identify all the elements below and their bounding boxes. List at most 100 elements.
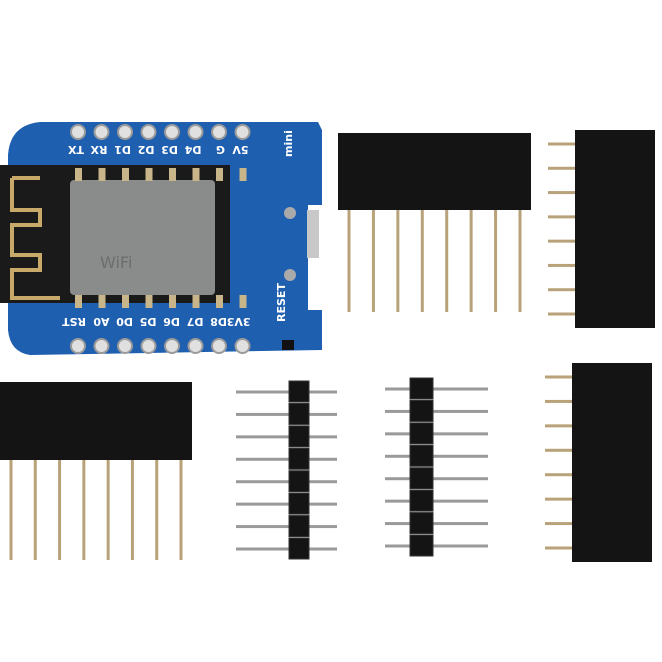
header-pin: [545, 473, 572, 477]
module-pad: [216, 295, 223, 308]
header-pin: [236, 502, 337, 506]
module-pad: [122, 295, 129, 308]
reset-button: [282, 340, 294, 350]
header-pin: [58, 460, 62, 560]
through-hole: [164, 338, 180, 354]
header-pin: [518, 210, 522, 312]
header-pin: [396, 210, 400, 312]
module-pad: [239, 295, 247, 308]
header-pin: [548, 263, 575, 267]
header-body: [409, 444, 434, 467]
through-hole: [211, 124, 227, 140]
header-pin: [548, 191, 575, 195]
pin-label: D3: [161, 143, 178, 156]
module-pad: [169, 295, 176, 308]
header-body: [288, 537, 310, 560]
header-pin: [347, 210, 351, 312]
module-pad: [169, 168, 176, 181]
module-pad: [145, 295, 153, 308]
header-pin: [385, 454, 488, 458]
pin-label: D8: [210, 315, 227, 328]
header-pin: [385, 409, 488, 413]
usb-port: [307, 210, 319, 258]
through-hole: [93, 124, 110, 140]
header-pin: [236, 480, 337, 484]
header-pin: [548, 166, 575, 170]
model-label: mini: [282, 130, 295, 157]
female-header: [545, 363, 652, 562]
module-pad: [98, 168, 106, 181]
pin-label: D5: [140, 315, 157, 328]
reset-label: RESET: [275, 283, 288, 322]
module-pad: [239, 168, 247, 181]
header-pin: [82, 460, 86, 560]
through-hole: [234, 124, 251, 140]
header-pin: [548, 288, 575, 292]
header-pin: [155, 460, 159, 560]
header-body: [409, 467, 434, 490]
through-hole: [164, 124, 180, 140]
header-pin: [545, 522, 572, 526]
pin-label: RX: [90, 143, 107, 156]
female-header: [0, 382, 192, 560]
header-pin: [548, 215, 575, 219]
header-pin: [33, 460, 37, 560]
through-hole: [93, 338, 110, 354]
header-body: [288, 380, 310, 403]
header-body: [288, 515, 310, 538]
module-pad: [192, 295, 200, 308]
header-body: [575, 130, 655, 328]
through-hole: [117, 338, 133, 354]
module-pad: [216, 168, 223, 181]
header-pin: [236, 390, 337, 394]
through-hole: [140, 124, 157, 140]
module-pad: [98, 295, 106, 308]
header-pin: [236, 435, 337, 439]
header-pin: [545, 424, 572, 428]
wifi-logo: WiFi: [100, 253, 132, 272]
male-header: [385, 377, 488, 557]
module-pad: [145, 168, 153, 181]
header-body: [288, 425, 310, 448]
header-body: [288, 470, 310, 493]
module-pad: [75, 168, 82, 181]
header-pin: [545, 497, 572, 501]
header-pin: [445, 210, 449, 312]
header-pin: [179, 460, 183, 560]
antenna-trace: [10, 176, 60, 300]
header-pin: [545, 399, 572, 403]
pin-label: G: [216, 143, 225, 156]
pin-label: 5V: [232, 143, 249, 156]
header-pin: [371, 210, 375, 312]
pin-label: 3V3: [227, 315, 251, 328]
header-pin: [469, 210, 473, 312]
header-pin: [236, 547, 337, 551]
pin-label: A0: [93, 315, 110, 328]
header-pin: [548, 312, 575, 316]
module-pad: [75, 295, 82, 308]
through-hole: [211, 338, 227, 354]
header-body: [409, 422, 434, 445]
header-body: [288, 447, 310, 470]
header-body: [409, 399, 434, 422]
header-pin: [236, 525, 337, 529]
header-pin: [236, 412, 337, 416]
header-pin: [130, 460, 134, 560]
through-hole: [70, 338, 86, 354]
header-body: [572, 363, 652, 562]
pin-label: D6: [163, 315, 180, 328]
header-body: [409, 377, 434, 400]
header-body: [409, 534, 434, 557]
male-header: [236, 380, 337, 560]
through-hole: [187, 338, 204, 354]
pin-label: D4: [184, 143, 201, 156]
pin-label: RST: [62, 315, 86, 328]
pin-label: D1: [114, 143, 131, 156]
header-body: [0, 382, 192, 460]
pin-label: D7: [187, 315, 204, 328]
header-pin: [385, 477, 488, 481]
header-pin: [385, 432, 488, 436]
module-pad: [192, 168, 200, 181]
